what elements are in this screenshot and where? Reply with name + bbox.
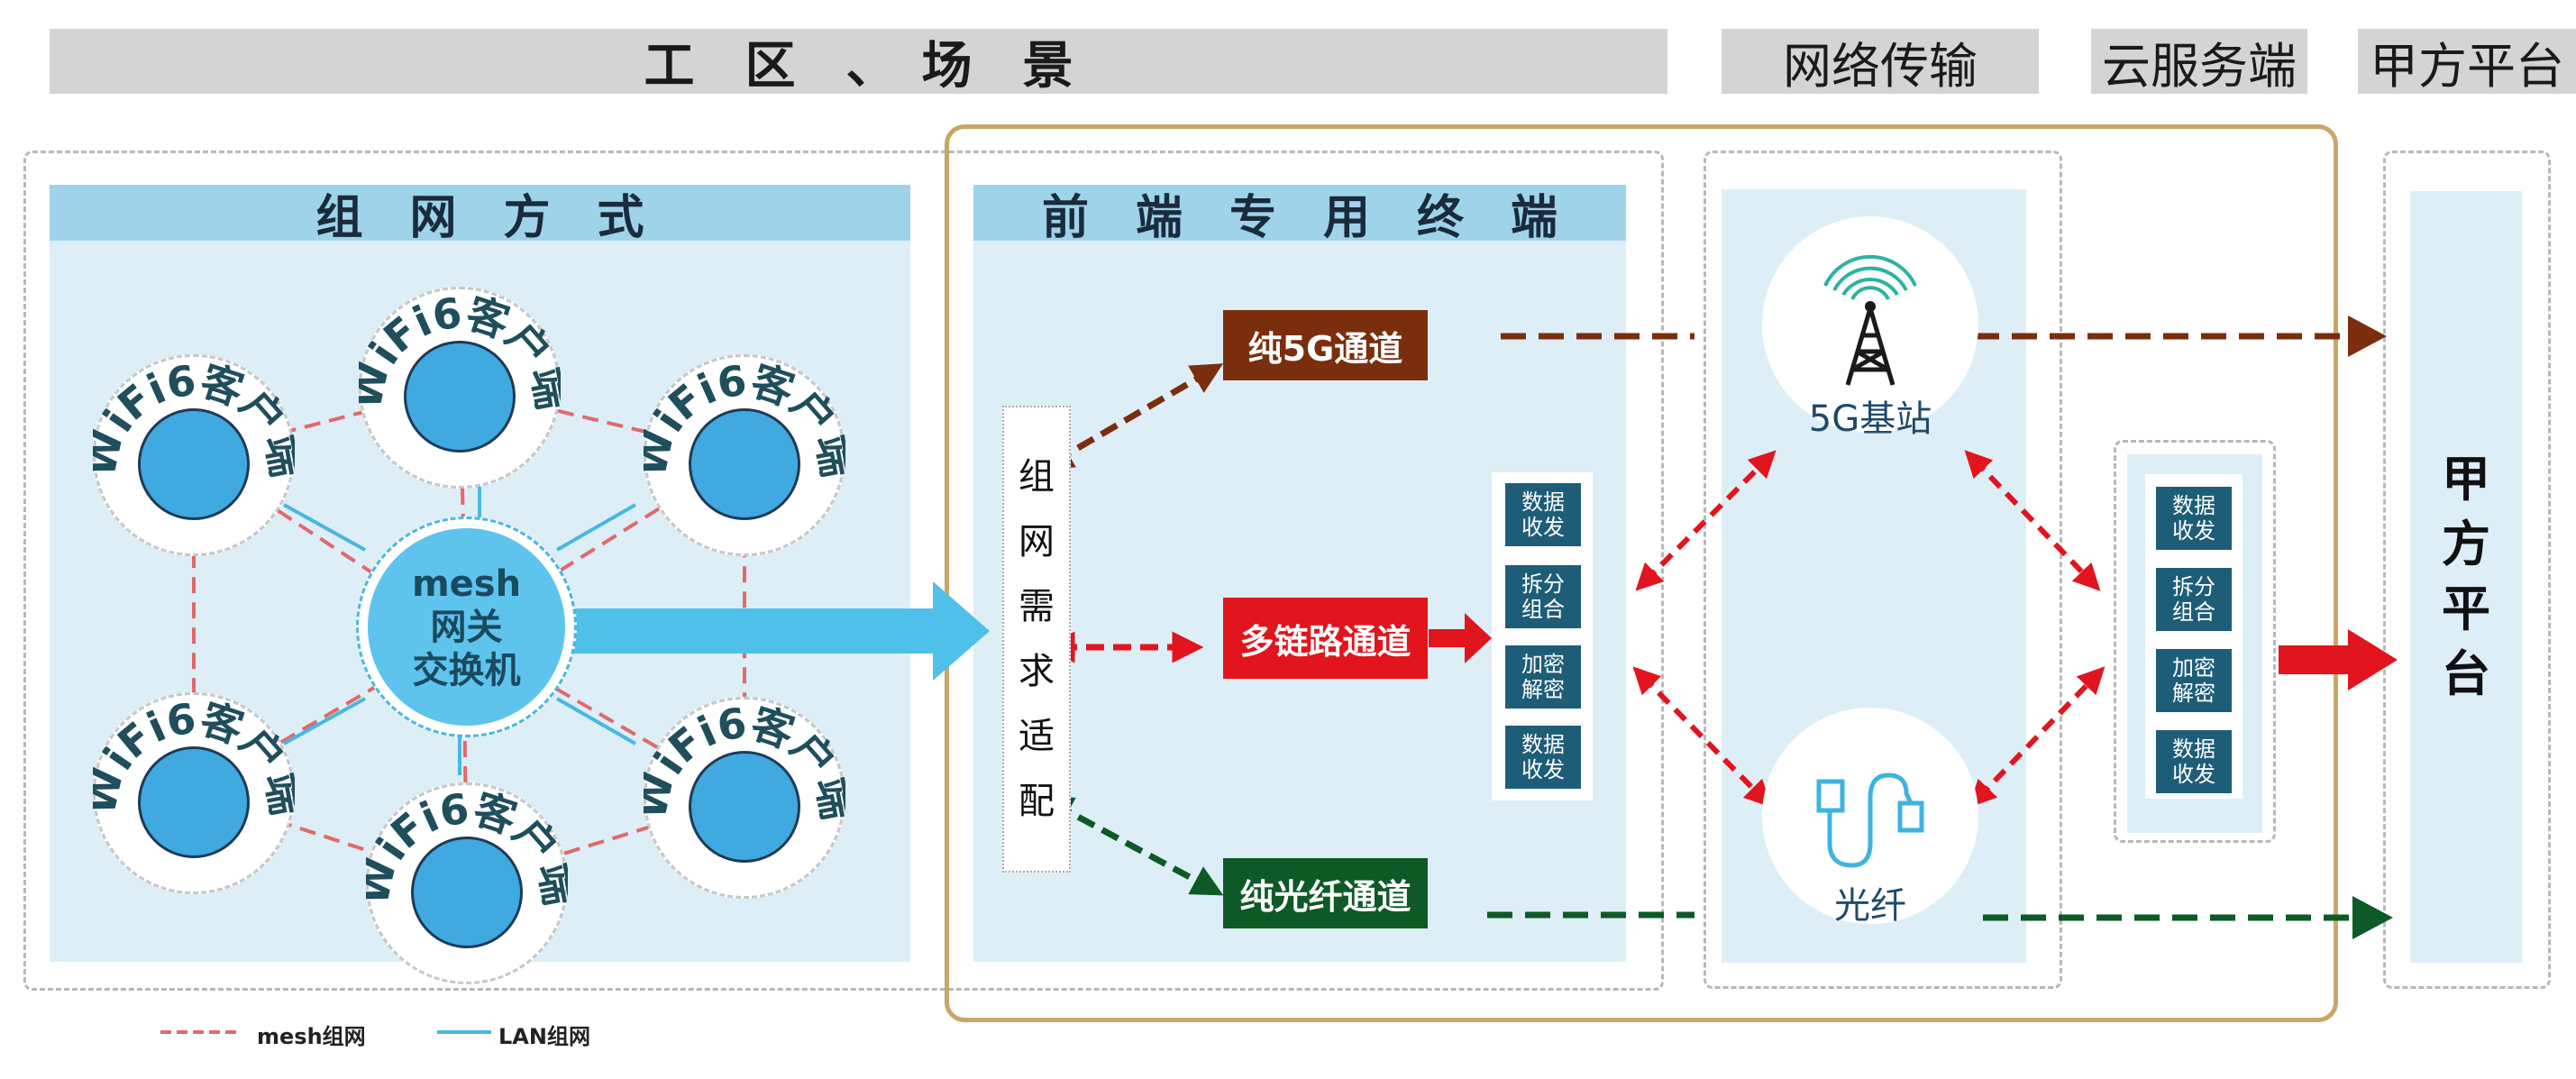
wifi6-client [644, 697, 845, 899]
cloud-module-split-merge: 拆分 组合 [2156, 568, 2232, 631]
terminal-frame [945, 124, 2338, 1022]
adapter-char: 需 [1019, 586, 1055, 627]
adapter-char: 组 [1019, 456, 1055, 498]
wifi6-client-core [138, 408, 250, 520]
header-cloud: 云服务端 [2091, 29, 2307, 95]
legend-mesh-label: mesh组网 [257, 1024, 366, 1049]
module-data-io: 数据 收发 [1505, 726, 1581, 789]
wifi6-client-core [689, 408, 800, 520]
legend-mesh-line [160, 1030, 242, 1034]
tower-label: 5G基站 [1808, 398, 1932, 440]
multi-to-modules-arrow [1429, 613, 1492, 663]
network-adapter: 组 网 需 求 适 配 [1002, 406, 1071, 873]
adapter-char: 适 [1019, 716, 1055, 757]
header-site: 工 区 、 场 景 [50, 29, 1667, 96]
gateway-to-terminal-arrow [573, 581, 990, 681]
header-network: 网络传输 [1722, 29, 2039, 95]
legend-lan-line [437, 1030, 491, 1034]
mesh-gateway: mesh 网关 交换机 [368, 528, 565, 726]
networking-title: 组 网 方 式 [50, 185, 910, 245]
lan-links [283, 487, 636, 775]
wifi6-client-core [138, 746, 250, 858]
fiber-label: 光纤 [1834, 885, 1906, 927]
gateway-line-3: 交换机 [412, 649, 521, 691]
wifi6-client-core [689, 751, 800, 863]
cloud-module-data-io: 数据 收发 [2156, 730, 2232, 793]
gateway-line-2: 网关 [430, 606, 503, 648]
fiber-icon [1816, 773, 1924, 868]
client-char: 平 [2442, 581, 2490, 637]
wifi6-client-core [411, 837, 523, 948]
channel-multi: 多链路通道 [1223, 598, 1428, 679]
module-split-merge: 拆分 组合 [1505, 565, 1581, 628]
module-encrypt: 加密 解密 [1505, 645, 1581, 709]
cloud-module-encrypt: 加密 解密 [2156, 649, 2232, 712]
channel-fiber: 纯光纤通道 [1223, 858, 1428, 928]
header-client: 甲方平台 [2358, 29, 2576, 95]
client-frame [2383, 151, 2551, 989]
gateway-line-1: mesh [411, 562, 522, 605]
adapter-char: 求 [1019, 651, 1055, 692]
client-platform: 甲 方 平 台 [2410, 424, 2522, 730]
client-char: 方 [2442, 516, 2490, 572]
adapter-char: 配 [1019, 781, 1055, 822]
client-char: 台 [2442, 645, 2490, 702]
module-data-io: 数据 收发 [1505, 483, 1581, 546]
legend-lan-label: LAN组网 [498, 1024, 590, 1049]
tower-icon [1823, 254, 1917, 386]
cloud-to-client-arrow [2279, 629, 2398, 690]
client-panel [2410, 191, 2522, 963]
terminal-title: 前 端 专 用 终 端 [973, 185, 1626, 245]
cloud-module-data-io: 数据 收发 [2156, 487, 2232, 550]
client-char: 甲 [2442, 451, 2490, 507]
channel-5g: 纯5G通道 [1223, 310, 1428, 380]
cloud-frame [2114, 440, 2276, 843]
adapter-char: 网 [1019, 521, 1055, 562]
wifi6-client-core [404, 341, 516, 453]
tower-circle [1762, 216, 1978, 433]
